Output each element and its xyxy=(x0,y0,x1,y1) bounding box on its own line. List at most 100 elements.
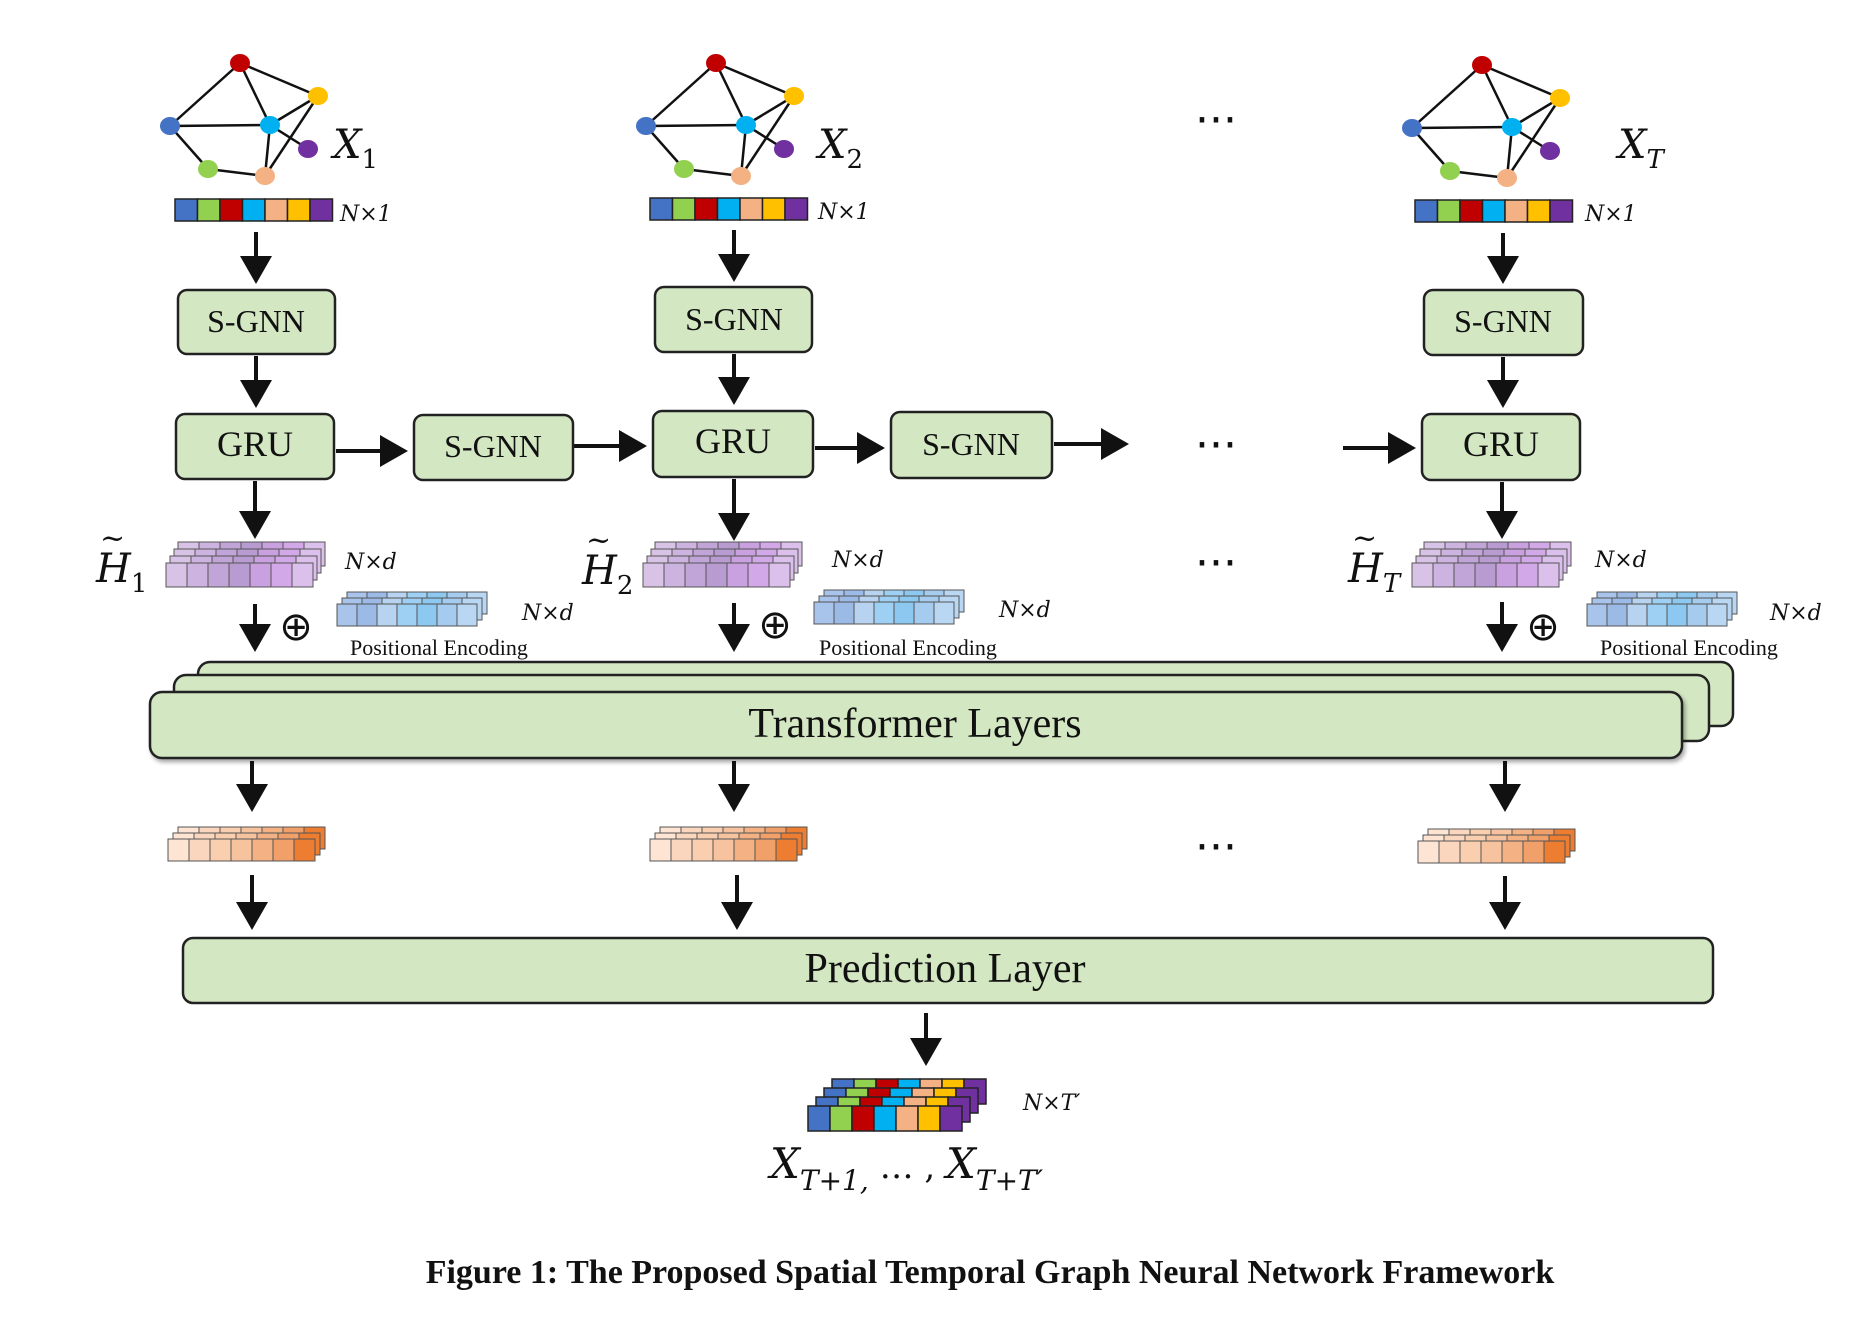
graph-node xyxy=(636,117,656,135)
graph-edge xyxy=(238,62,272,126)
column-1: X1 N×1 S-GNN GRU H1 ~ N×d N×d Positional… xyxy=(95,122,574,660)
s-gnn-between-box-1 xyxy=(412,413,575,482)
gru-box xyxy=(174,412,336,481)
stack-cell xyxy=(873,601,895,625)
output-label: XT+1, … , XT+T′ xyxy=(767,1139,1044,1197)
input-label-x2: X2 xyxy=(815,122,863,175)
hidden-label-h2: H2 xyxy=(581,548,633,601)
gru-label: GRU xyxy=(695,421,771,461)
input-dim-label: N×1 xyxy=(1584,202,1637,227)
output-dim-label: N×T′ xyxy=(1022,1091,1080,1116)
pe-dim-label: N×d xyxy=(1769,601,1822,626)
prediction-cell xyxy=(917,1105,941,1132)
output-stack xyxy=(1417,828,1576,864)
stack-cell xyxy=(436,603,458,627)
vector-cell xyxy=(241,198,266,222)
vector-cell xyxy=(739,197,764,221)
graph-edge xyxy=(1481,63,1561,100)
stack-cell xyxy=(1432,562,1455,588)
hidden-dim-label: N×d xyxy=(1594,548,1647,573)
input-vector xyxy=(174,198,334,222)
s-gnn-between-label-1: S-GNN xyxy=(444,428,542,464)
stack-cell xyxy=(1686,603,1708,627)
graph-node xyxy=(736,116,756,134)
stack-cell xyxy=(396,603,418,627)
hidden-label-ht: HT xyxy=(1347,546,1402,599)
ellipsis-output-row: ··· xyxy=(1195,822,1237,873)
output-stack xyxy=(167,826,326,862)
s-gnn-between-box-2 xyxy=(889,410,1054,480)
column-2: X2 N×1 S-GNN GRU H2 ~ N×d N×d Positional… xyxy=(581,122,1051,660)
graph-edge xyxy=(1480,64,1514,128)
s-gnn-between-label-2: S-GNN xyxy=(922,426,1020,462)
stack-cell xyxy=(1453,562,1476,588)
graph-edge xyxy=(1411,127,1451,172)
s-gnn-label: S-GNN xyxy=(207,303,305,339)
stack-cell xyxy=(1646,603,1668,627)
stack-cell xyxy=(768,562,791,588)
vector-cell xyxy=(174,198,199,222)
stack-cell xyxy=(913,601,935,625)
stack-cell xyxy=(1438,840,1461,864)
stack-cell xyxy=(1522,840,1545,864)
vector-cell xyxy=(264,198,289,222)
stack-cell xyxy=(705,562,728,588)
graph xyxy=(1402,56,1570,187)
ellipsis-hidden-row: ··· xyxy=(1195,538,1237,589)
graph-node xyxy=(255,167,275,185)
stack-cell xyxy=(251,838,274,862)
stack-cell xyxy=(733,838,756,862)
gru-box xyxy=(1420,412,1582,482)
s-gnn-label: S-GNN xyxy=(1454,303,1552,339)
pe-label: Positional Encoding xyxy=(819,635,997,660)
vector-cell xyxy=(1526,199,1551,223)
graph-node xyxy=(784,87,804,105)
graph-node xyxy=(308,87,328,105)
add-icon: ⊕ xyxy=(758,602,792,648)
stack-cell xyxy=(1459,840,1482,864)
graph-edge xyxy=(645,62,717,127)
stack-cell xyxy=(1501,840,1524,864)
prediction-cell xyxy=(829,1105,853,1132)
gru-label: GRU xyxy=(217,424,293,464)
stack-cell xyxy=(1666,603,1688,627)
graph-edge xyxy=(739,95,796,177)
input-vectors xyxy=(174,197,1574,223)
stack-cell xyxy=(376,603,398,627)
graph-edge xyxy=(169,125,209,170)
prediction-label: Prediction Layer xyxy=(804,946,1085,992)
output-stack xyxy=(649,826,808,862)
prediction-cell xyxy=(851,1105,875,1132)
pe-dim-label: N×d xyxy=(521,601,574,626)
s-gnn-box xyxy=(1422,288,1585,357)
graph xyxy=(160,54,328,185)
graph-node xyxy=(1402,119,1422,137)
stack-cell xyxy=(228,562,251,588)
prediction-cell xyxy=(939,1105,963,1132)
vector-cell xyxy=(1414,199,1439,223)
ellipsis-gru-row: ··· xyxy=(1195,420,1237,471)
stack-cell xyxy=(1626,603,1648,627)
pe-label: Positional Encoding xyxy=(1600,635,1778,660)
graph-node xyxy=(1550,89,1570,107)
graph-edge xyxy=(169,123,271,128)
vector-cell xyxy=(1481,199,1506,223)
gru-box xyxy=(651,409,815,479)
stack-cell xyxy=(167,838,190,862)
stack-cell xyxy=(1480,840,1503,864)
vector-cell xyxy=(1436,199,1461,223)
stack-cell xyxy=(272,838,295,862)
stack-cell xyxy=(209,838,232,862)
vector-cell xyxy=(1459,199,1484,223)
output-prediction-stack xyxy=(807,1078,987,1132)
stack-cell xyxy=(663,562,686,588)
stack-cell xyxy=(933,601,955,625)
transformer-layer-front xyxy=(148,690,1684,760)
graph-edge xyxy=(714,62,748,126)
ellipsis-top: ··· xyxy=(1195,95,1237,146)
graph-edge xyxy=(1411,64,1483,129)
stack-cell xyxy=(1543,840,1566,864)
graph-node xyxy=(160,117,180,135)
graph-node xyxy=(731,167,751,185)
stack-cell xyxy=(293,838,316,862)
